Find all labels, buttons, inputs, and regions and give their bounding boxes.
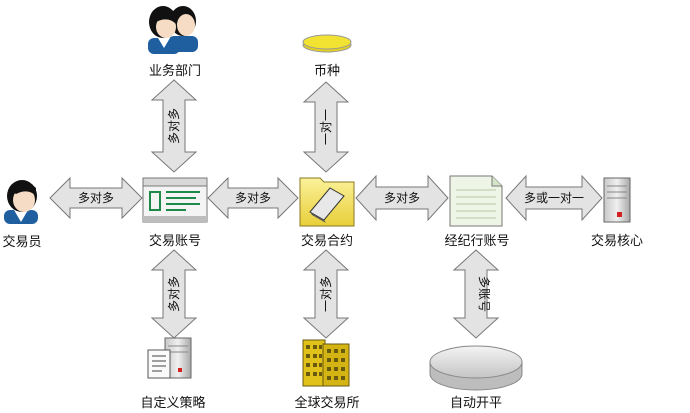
arrow-contract-exchange: 一对多	[302, 249, 350, 339]
edge-label-account-contract: 多对多	[235, 191, 271, 205]
node-label-trader: 交易员	[2, 235, 42, 250]
node-label-custom-strategy: 自定义策略	[140, 396, 206, 411]
disk-icon	[429, 345, 523, 391]
node-label-trade-account: 交易账号	[148, 234, 202, 249]
account-window-icon	[142, 177, 208, 223]
people-group-icon	[148, 6, 198, 54]
node-label-global-exchange: 全球交易所	[294, 396, 360, 411]
arrow-trader-account: 多对多	[49, 176, 143, 220]
document-icon	[449, 175, 503, 227]
arrow-broker-auto: 多账号	[452, 249, 500, 339]
building-icon	[302, 339, 350, 387]
node-label-broker-account: 经纪行账号	[444, 234, 510, 249]
coin-icon	[302, 34, 352, 53]
folder-icon	[299, 177, 355, 227]
node-label-trade-core: 交易核心	[590, 234, 644, 249]
edge-label-contract-broker: 多对多	[384, 191, 420, 205]
arrow-dept-account: 多对多	[150, 79, 198, 173]
server-scroll-icon	[147, 337, 192, 379]
edge-label-trader-account: 多对多	[78, 191, 114, 205]
edge-label-account-strategy: 多对多	[167, 276, 181, 312]
edge-label-currency-contract: 一对一	[319, 109, 333, 145]
server-icon	[603, 177, 631, 223]
edge-label-broker-core: 多或一对一	[524, 191, 584, 205]
person-icon	[4, 180, 38, 224]
edge-label-contract-exchange: 一对多	[319, 276, 333, 312]
arrow-contract-broker: 多对多	[355, 174, 449, 222]
arrow-account-strategy: 多对多	[150, 249, 198, 339]
node-label-currency: 币种	[313, 64, 341, 79]
node-label-business-dept: 业务部门	[148, 64, 202, 79]
edge-label-dept-account: 多对多	[167, 108, 181, 144]
edge-label-broker-auto: 多账号	[477, 276, 491, 312]
arrow-broker-core: 多或一对一	[505, 174, 603, 222]
arrow-account-contract: 多对多	[207, 176, 299, 220]
node-label-auto-open: 自动开平	[449, 396, 503, 411]
node-label-trade-contract: 交易合约	[300, 234, 354, 249]
arrow-currency-contract: 一对一	[302, 81, 350, 173]
